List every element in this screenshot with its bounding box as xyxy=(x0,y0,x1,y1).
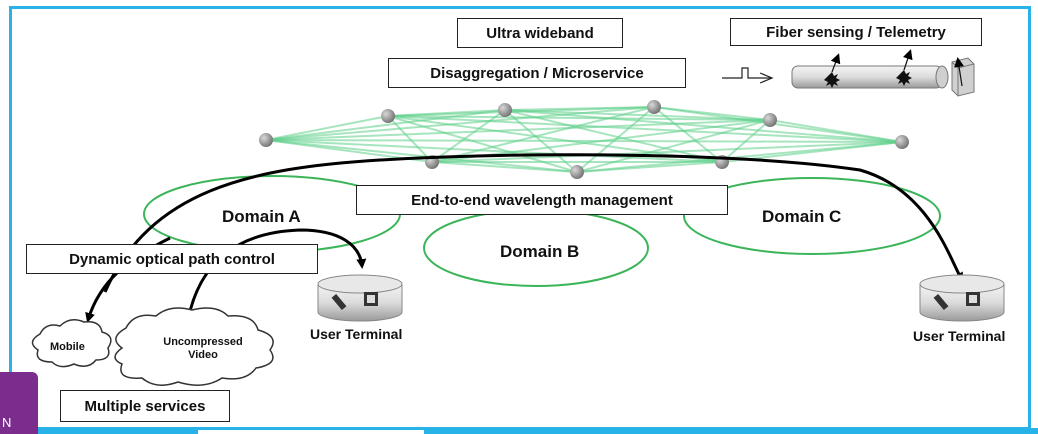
dynamic-path-label: Dynamic optical path control xyxy=(26,244,318,274)
mesh-link xyxy=(265,109,506,141)
video-label: Uncompressed Video xyxy=(150,336,256,362)
corner-tab-text: N xyxy=(2,415,12,430)
mesh-link xyxy=(387,115,723,163)
corner-tab: N xyxy=(0,372,38,434)
mesh-link xyxy=(504,109,723,163)
user-terminal-right-label: User Terminal xyxy=(913,328,1006,344)
multiple-services-label: Multiple services xyxy=(60,390,230,422)
network-node xyxy=(763,113,777,127)
video-cloud-icon xyxy=(114,307,274,386)
mesh-link xyxy=(431,106,655,163)
network-node xyxy=(498,103,512,117)
user-terminal-right-icon xyxy=(919,274,1005,322)
domain-c-label: Domain C xyxy=(762,207,842,226)
mesh-link xyxy=(431,161,578,173)
mesh-link xyxy=(265,139,578,173)
mesh-link xyxy=(721,119,771,163)
network-node xyxy=(895,135,909,149)
mobile-label: Mobile xyxy=(50,341,85,353)
network-node xyxy=(259,133,273,147)
mesh-link xyxy=(387,115,903,143)
fiber-sensing-label: Fiber sensing / Telemetry xyxy=(730,18,982,46)
network-node xyxy=(381,109,395,123)
mesh-link xyxy=(387,115,433,163)
video-label-line1: Uncompressed xyxy=(163,336,243,348)
end-to-end-label: End-to-end wavelength management xyxy=(356,185,728,215)
user-terminal-left-icon xyxy=(317,274,403,322)
network-node xyxy=(647,100,661,114)
mesh-link xyxy=(431,109,506,163)
mesh-link xyxy=(265,139,723,163)
domain-b-label: Domain B xyxy=(500,242,580,261)
mesh-link xyxy=(431,141,903,163)
mesh-link xyxy=(504,109,771,121)
mesh-link xyxy=(265,115,389,141)
mesh-link xyxy=(504,109,903,143)
video-label-line2: Video xyxy=(188,349,218,361)
user-terminal-left-label: User Terminal xyxy=(310,326,403,342)
mesh-link xyxy=(576,119,771,173)
mesh-link xyxy=(653,106,903,143)
domain-a-label: Domain A xyxy=(222,207,301,226)
mobile-cloud-icon xyxy=(31,319,112,368)
fiber-sensing-graphic xyxy=(722,49,975,97)
mesh-link xyxy=(265,119,771,141)
ultra-wideband-label: Ultra wideband xyxy=(457,18,623,48)
mesh-link xyxy=(653,106,723,163)
mesh-link xyxy=(576,161,723,173)
mesh-link xyxy=(387,115,771,121)
mesh-link xyxy=(504,106,655,111)
end-to-end-path xyxy=(103,153,964,293)
disaggregation-label: Disaggregation / Microservice xyxy=(388,58,686,88)
mesh-link xyxy=(265,139,903,143)
mesh-link xyxy=(769,119,903,143)
bottom-strip-left xyxy=(38,428,198,434)
bottom-strip-right xyxy=(424,428,1038,434)
mesh-link xyxy=(576,141,903,173)
domain-a-to-terminal-path xyxy=(186,228,367,321)
network-node xyxy=(570,165,584,179)
domain-c-ellipse xyxy=(683,177,941,255)
